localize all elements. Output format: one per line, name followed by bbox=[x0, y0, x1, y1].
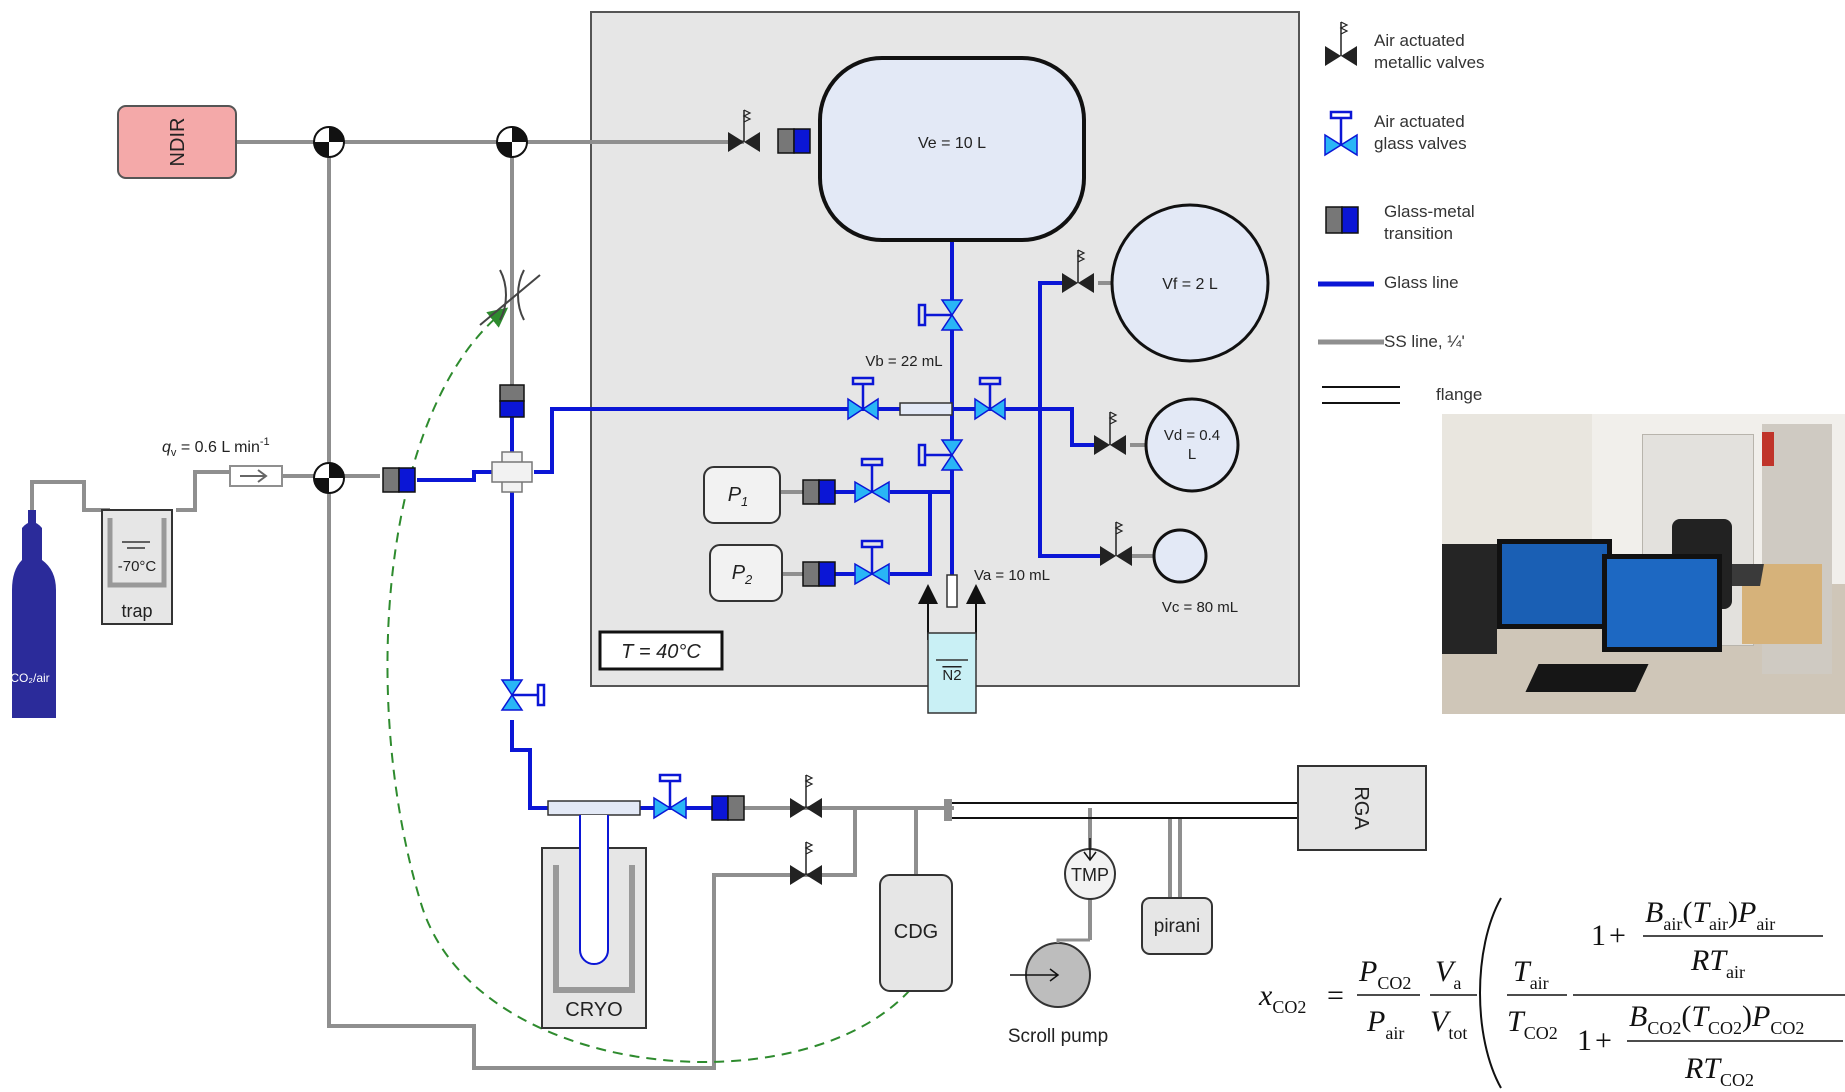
eq-bot-den: RTCO2 bbox=[1684, 1052, 1754, 1090]
vf-label: Vf = 2 L bbox=[1162, 276, 1218, 293]
cdg-label: CDG bbox=[894, 921, 938, 943]
eq-bot-plus: + bbox=[1595, 1024, 1612, 1057]
eq-equals: = bbox=[1327, 979, 1344, 1012]
vd-label-2: L bbox=[1188, 446, 1196, 463]
vb-tube bbox=[900, 403, 952, 415]
junction-ndir-right bbox=[497, 127, 527, 157]
legend-transition-text: Glass-metal transition bbox=[1384, 201, 1475, 245]
cylinder-label: CO₂/air bbox=[10, 671, 49, 685]
eq-top-num: Bair(Tair)Pair bbox=[1645, 896, 1775, 934]
eq-f1-num: PCO2 bbox=[1358, 955, 1411, 993]
eq-bot-num: BCO2(TCO2)PCO2 bbox=[1629, 1000, 1804, 1038]
vc-label: Vc = 80 mL bbox=[1162, 599, 1238, 616]
legend-flange-text: flange bbox=[1436, 384, 1482, 406]
scroll-pump-label: Scroll pump bbox=[1008, 1026, 1108, 1047]
trap-label: trap bbox=[121, 601, 152, 621]
legend-glass-line-text: Glass line bbox=[1384, 272, 1459, 294]
flow-label: qv = 0.6 L min-1 bbox=[162, 436, 270, 459]
equation: xCO2 = PCO2 Pair Va Vtot Tair TCO2 1 + B… bbox=[1255, 888, 1845, 1092]
va-tube bbox=[947, 575, 957, 607]
glass-metal-transition-icon bbox=[712, 796, 744, 820]
flange-joint bbox=[944, 799, 952, 821]
glass-valve-icon bbox=[502, 680, 544, 710]
vb-label: Vb = 22 mL bbox=[865, 353, 942, 370]
eq-top-den: RTair bbox=[1690, 944, 1745, 982]
legend-glass-valve-text: Air actuated glass valves bbox=[1374, 111, 1467, 155]
rga-label: RGA bbox=[1350, 786, 1372, 830]
glass-metal-transition-icon bbox=[500, 385, 524, 417]
eq-top-plus: + bbox=[1609, 919, 1626, 952]
temperature-label: T = 40°C bbox=[621, 641, 701, 663]
eq-f3-den: TCO2 bbox=[1507, 1005, 1558, 1043]
gas-cylinder-icon bbox=[12, 510, 56, 718]
photo-monitor-left bbox=[1497, 539, 1612, 629]
junction-ndir-left bbox=[314, 127, 344, 157]
tmp-label: TMP bbox=[1071, 865, 1109, 885]
photo-keyboard bbox=[1525, 664, 1648, 692]
junction-inlet bbox=[314, 463, 344, 493]
eq-f2-den: Vtot bbox=[1430, 1005, 1467, 1043]
photo-monitor-right bbox=[1602, 554, 1722, 652]
eq-f1-den: Pair bbox=[1366, 1005, 1404, 1043]
eq-f2-num: Va bbox=[1435, 955, 1461, 993]
cryo-tube-top bbox=[548, 801, 640, 815]
glass-metal-transition-icon bbox=[383, 468, 415, 492]
legend-glass-valve-icon bbox=[1325, 112, 1357, 155]
eq-bot-one: 1 bbox=[1577, 1024, 1592, 1057]
eq-lhs: xCO2 bbox=[1258, 979, 1306, 1017]
pirani-label: pirani bbox=[1154, 916, 1200, 937]
va-label: Va = 10 mL bbox=[974, 567, 1050, 584]
legend-transition-icon bbox=[1326, 207, 1358, 233]
vessel-vd bbox=[1146, 399, 1238, 491]
photo-pc bbox=[1442, 544, 1497, 654]
eq-paren bbox=[1480, 898, 1501, 1088]
legend-metal-valve-icon bbox=[1325, 22, 1357, 66]
glass-metal-transition-icon bbox=[803, 480, 835, 504]
cryo-label: CRYO bbox=[565, 999, 622, 1021]
metal-valve-icon bbox=[790, 775, 822, 818]
glass-valve-icon bbox=[654, 775, 686, 818]
ve-label: Ve = 10 L bbox=[918, 135, 986, 152]
n2-label: N2 bbox=[942, 667, 961, 684]
legend-ss-line-text: SS line, ¼' bbox=[1384, 331, 1465, 353]
trap-temp-label: -70°C bbox=[118, 558, 157, 575]
glass-metal-transition-icon bbox=[803, 562, 835, 586]
eq-top-one: 1 bbox=[1591, 919, 1606, 952]
ndir-label: NDIR bbox=[167, 118, 189, 167]
flange-line bbox=[948, 803, 1298, 818]
legend-metal-valve-text: Air actuated metallic valves bbox=[1374, 30, 1485, 74]
glass-metal-transition-icon bbox=[778, 129, 810, 153]
cryo-u-tube bbox=[580, 815, 608, 964]
lab-photo bbox=[1442, 414, 1845, 714]
vd-label-1: Vd = 0.4 bbox=[1164, 427, 1220, 444]
metal-valve-icon bbox=[790, 842, 822, 885]
cross-fitting bbox=[492, 452, 532, 492]
eq-f3-num: Tair bbox=[1513, 955, 1549, 993]
photo-red-box bbox=[1762, 432, 1774, 466]
vessel-vc bbox=[1154, 530, 1206, 582]
